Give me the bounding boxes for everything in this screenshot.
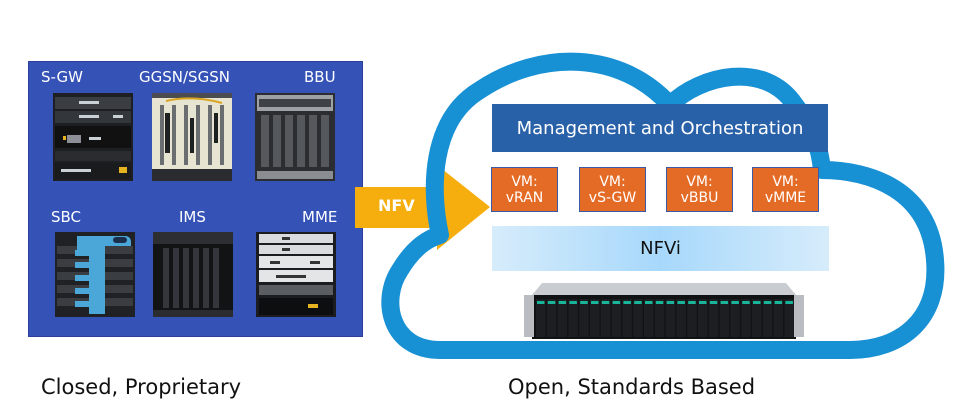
drive-bay (676, 299, 686, 337)
drive-bay (611, 299, 622, 337)
drive-bay (698, 299, 708, 337)
drive-bay (590, 299, 600, 337)
nfvi-layer: NFVi (492, 226, 829, 271)
drive-bay (633, 299, 643, 337)
drive-bay-led (699, 301, 707, 304)
sbc-device-image (55, 232, 135, 320)
drive-bay-led (558, 301, 567, 304)
vm-vbbu-box: VM:vBBU (666, 167, 733, 212)
ims-device-image (153, 232, 233, 320)
device-label-mme: MME (302, 208, 338, 226)
nfv-arrow-icon (355, 165, 490, 250)
device-label-sgw: S-GW (41, 68, 83, 86)
drive-bay-led (731, 301, 739, 304)
drive-bay (622, 299, 632, 337)
cloud-caption: Open, Standards Based (508, 375, 756, 399)
drive-bay (708, 299, 719, 337)
drive-bay (752, 299, 762, 337)
sgw-device-image (53, 93, 133, 181)
drive-bay (784, 299, 794, 337)
ggsn-sgsn-device-image (152, 93, 232, 181)
bbu-device-image (255, 93, 335, 181)
drive-bay (579, 299, 589, 337)
device-label-sbc: SBC (51, 208, 82, 226)
drive-bay (557, 299, 568, 337)
drive-bay-led (763, 301, 772, 304)
drive-bay (536, 299, 546, 337)
drive-bay-led (569, 301, 577, 304)
drive-bay (762, 299, 773, 337)
device-label-ims: IMS (179, 208, 206, 226)
drive-bay-led (720, 301, 729, 304)
drive-bay (568, 299, 578, 337)
drive-bay-led (709, 301, 718, 304)
drive-bay (719, 299, 730, 337)
rack-server-icon (524, 283, 804, 339)
drive-bay-led (623, 301, 631, 304)
vm-vmme-box: VM:vMME (752, 167, 819, 212)
vm-vran-box: VM:vRAN (491, 167, 558, 212)
drive-bay (687, 299, 697, 337)
drive-bay (730, 299, 740, 337)
drive-bay-led (547, 301, 556, 304)
drive-bay-led (742, 301, 750, 304)
drive-bay (773, 299, 784, 337)
drive-bay-led (612, 301, 621, 304)
legacy-caption: Closed, Proprietary (41, 375, 242, 399)
drive-bay-led (580, 301, 588, 304)
drive-bay-led (774, 301, 783, 304)
drive-bay (600, 299, 611, 337)
drive-bay-led (655, 301, 664, 304)
device-label-ggsn-sgsn: GGSN/SGSN (139, 68, 230, 86)
legacy-appliances-panel: S-GW GGSN/SGSN BBU SBC IMS MME (28, 61, 363, 337)
drive-bay-led (666, 301, 675, 304)
drive-bay (665, 299, 676, 337)
drive-bay-led (601, 301, 610, 304)
drive-bay-led (753, 301, 761, 304)
management-orchestration-layer: Management and Orchestration (492, 104, 828, 152)
drive-bay-led (634, 301, 642, 304)
drive-bay-led (591, 301, 599, 304)
drive-bay (654, 299, 665, 337)
drive-bay (741, 299, 751, 337)
drive-bay (546, 299, 557, 337)
drive-bay-led (537, 301, 545, 304)
drive-bay-led (677, 301, 685, 304)
nfv-arrow-label: NFV (378, 196, 415, 215)
drive-bay-led (688, 301, 696, 304)
vm-vsgw-box: VM:vS-GW (579, 167, 646, 212)
drive-bay-led (645, 301, 653, 304)
mme-device-image (256, 232, 336, 320)
drive-bay-led (785, 301, 793, 304)
drive-bay (644, 299, 654, 337)
device-label-bbu: BBU (304, 68, 336, 86)
